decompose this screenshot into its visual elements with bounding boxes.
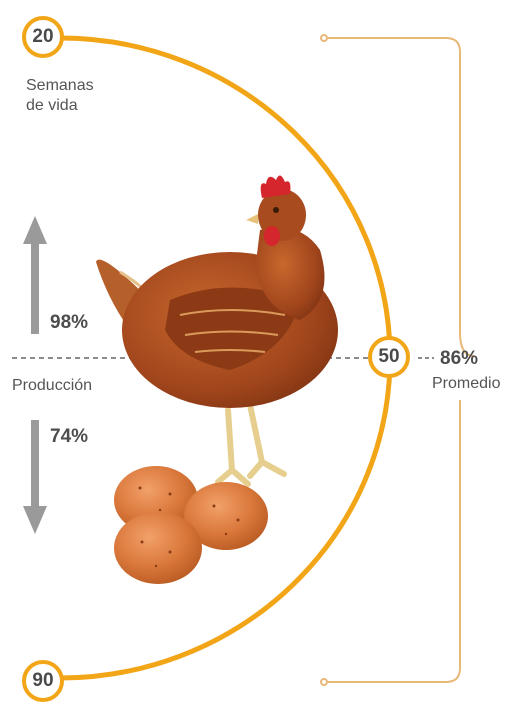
label-line-1: Semanas [26, 77, 94, 94]
production-label: Producción [12, 377, 93, 394]
milestone-middle-badge: 50 [368, 336, 410, 378]
average-value: 86% [440, 348, 479, 369]
down-arrow-icon [23, 420, 47, 534]
production-low-value: 74% [50, 426, 89, 447]
average-label: Promedio [432, 375, 501, 392]
egg [184, 482, 268, 550]
production-high-value: 98% [50, 312, 89, 333]
milestone-start-label: Semanas de vida [26, 76, 94, 116]
average-bracket [326, 37, 475, 683]
milestone-start-badge: 20 [22, 16, 64, 58]
label-line-2: de vida [26, 97, 78, 114]
up-arrow-icon [23, 216, 47, 334]
milestone-end-badge: 90 [22, 660, 64, 702]
hen-illustration [96, 175, 338, 487]
bracket-end-dot [320, 678, 328, 686]
bracket-end-dot [320, 34, 328, 42]
egg [114, 512, 202, 584]
eggs-illustration [114, 466, 268, 584]
